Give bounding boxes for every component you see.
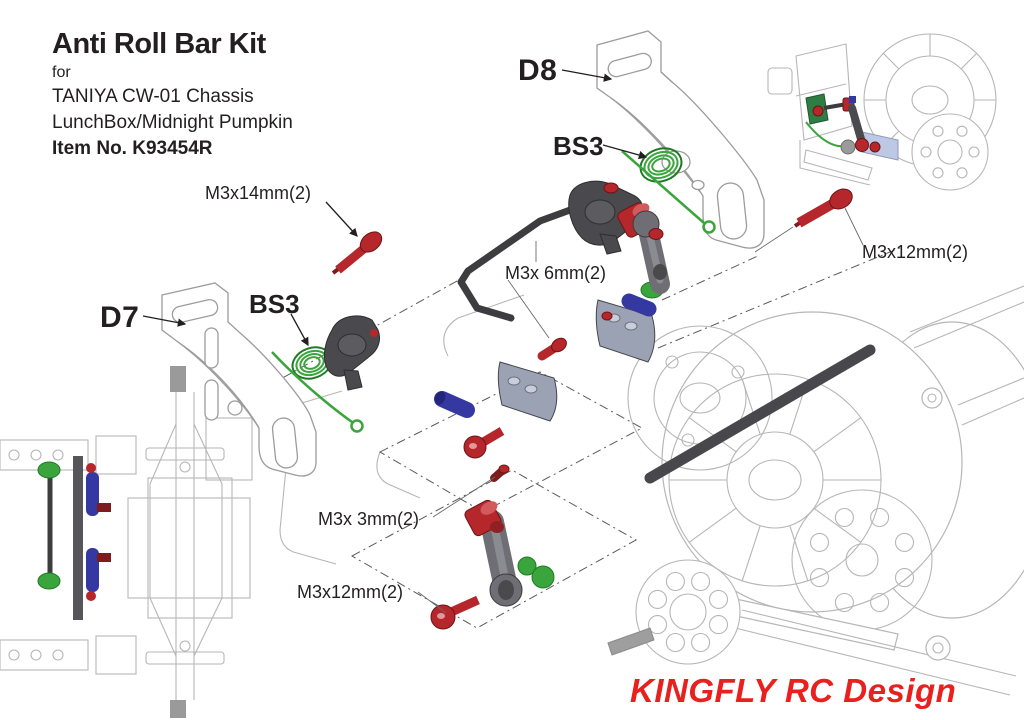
label-bs3-left: BS3 <box>249 289 300 319</box>
lower-linkage <box>430 464 555 630</box>
label-bs3-top: BS3 <box>553 131 604 161</box>
inset-assembled-view <box>767 33 997 191</box>
label-m3x14mm: M3x14mm(2) <box>205 183 312 203</box>
axle-shaft-end-bottom <box>170 700 186 718</box>
assembly-guide-lines <box>249 226 903 629</box>
gearbox-line-art <box>607 285 1024 696</box>
screw-m3x12-top-right <box>793 188 853 228</box>
axle-thread-stub <box>607 627 655 656</box>
label-m3x12mm-top-right: M3x12mm(2) <box>862 242 969 262</box>
anti-roll-bar-rod <box>644 344 876 484</box>
designer-watermark: KINGFLY RC Design <box>630 672 957 709</box>
label-m3x12mm-bottom: M3x12mm(2) <box>297 582 404 602</box>
wheel-hub <box>635 559 741 665</box>
title-subtitle: for <box>52 64 71 81</box>
chassis-line-2: LunchBox/Midnight Pumpkin <box>52 112 293 133</box>
upper-linkage <box>595 210 670 363</box>
d8-bracket <box>596 30 765 249</box>
title-block: Anti Roll Bar Kit for TANIYA CW-01 Chass… <box>52 28 293 160</box>
item-number: Item No. K93454R <box>52 138 213 159</box>
inset-assembled-colored <box>805 93 899 161</box>
label-m3x3mm: M3x 3mm(2) <box>318 509 420 529</box>
d7-bracket <box>161 282 317 477</box>
motor-plate <box>627 325 773 471</box>
leader-lines <box>142 69 864 614</box>
bs3-spring-top <box>621 147 716 234</box>
bar-clamp-left <box>323 315 381 391</box>
label-d7: D7 <box>100 301 140 334</box>
inset-axle-top-view <box>0 366 253 718</box>
page-title: Anti Roll Bar Kit <box>52 28 266 60</box>
axle-shaft-end-top <box>170 366 186 392</box>
screw-m3x14 <box>331 231 383 275</box>
label-m3x6mm: M3x 6mm(2) <box>505 263 607 283</box>
label-d8: D8 <box>518 54 558 87</box>
inset-axle-installed-parts <box>37 456 111 620</box>
chassis-line-1: TANIYA CW-01 Chassis <box>52 86 254 107</box>
middle-parts <box>434 337 567 459</box>
